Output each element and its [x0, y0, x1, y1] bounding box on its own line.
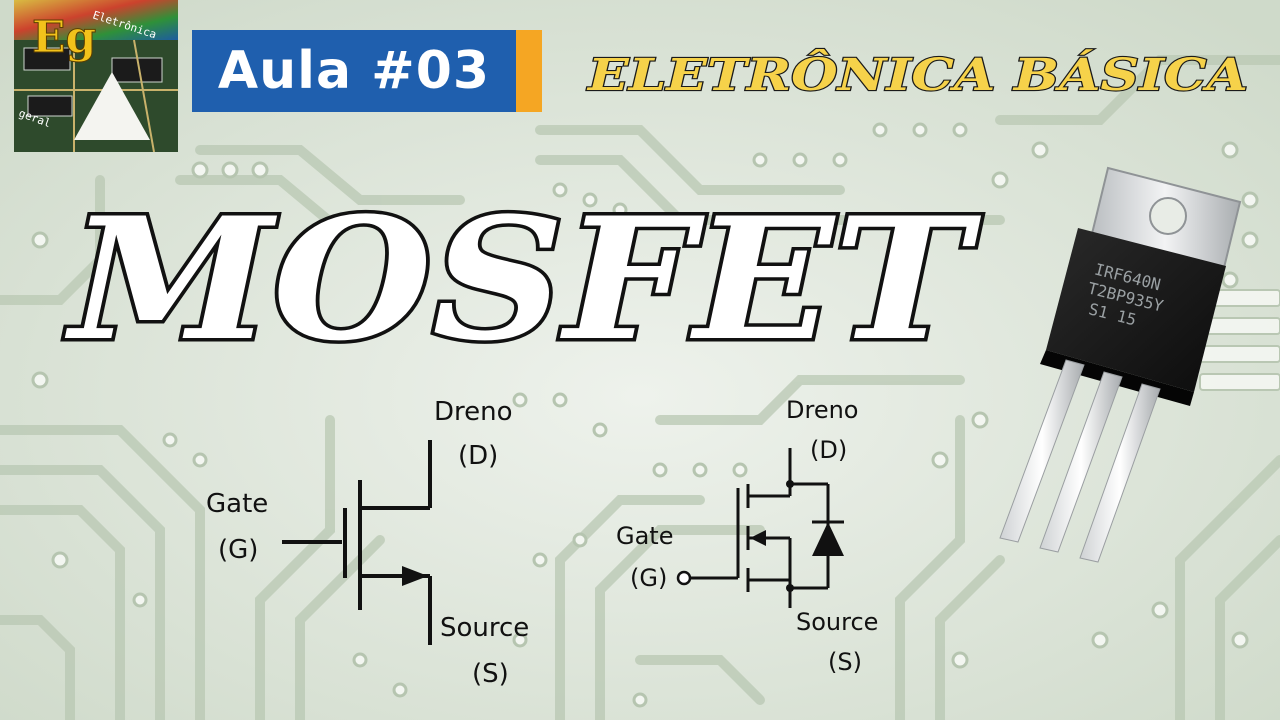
main-title: MOSFET: [61, 190, 985, 370]
course-title-text: ELETRÔNICA BÁSICA: [586, 48, 1248, 101]
left-drain-abbr: (D): [458, 441, 498, 471]
left-gate-abbr: (G): [218, 535, 258, 565]
left-source-abbr: (S): [472, 659, 509, 689]
course-title: ELETRÔNICA BÁSICA: [584, 47, 1249, 102]
logo-letters: Eg: [32, 12, 96, 63]
right-source-name: Source: [796, 608, 878, 636]
left-source-name: Source: [440, 613, 529, 643]
left-drain-name: Dreno: [434, 397, 513, 427]
left-gate-name: Gate: [206, 489, 268, 519]
main-title-text: MOSFET: [65, 190, 982, 370]
right-gate-name: Gate: [616, 522, 673, 550]
lesson-badge: Aula #03: [192, 30, 542, 112]
right-source-abbr: (S): [828, 648, 862, 676]
right-drain-name: Dreno: [786, 396, 858, 424]
mosfet-symbol-simple: Dreno (D) Gate (G) Source (S): [206, 397, 529, 689]
right-gate-abbr: (G): [630, 564, 667, 592]
right-drain-abbr: (D): [810, 436, 847, 464]
lesson-badge-label: Aula #03: [217, 41, 491, 101]
channel-logo: Eg Eletrônica geral: [14, 0, 178, 152]
mosfet-symbol-with-diode: Dreno (D) Gate (G) Source (S): [616, 396, 878, 676]
mosfet-component-photo: IRF640N T2BP935Y S1 15: [999, 166, 1242, 563]
